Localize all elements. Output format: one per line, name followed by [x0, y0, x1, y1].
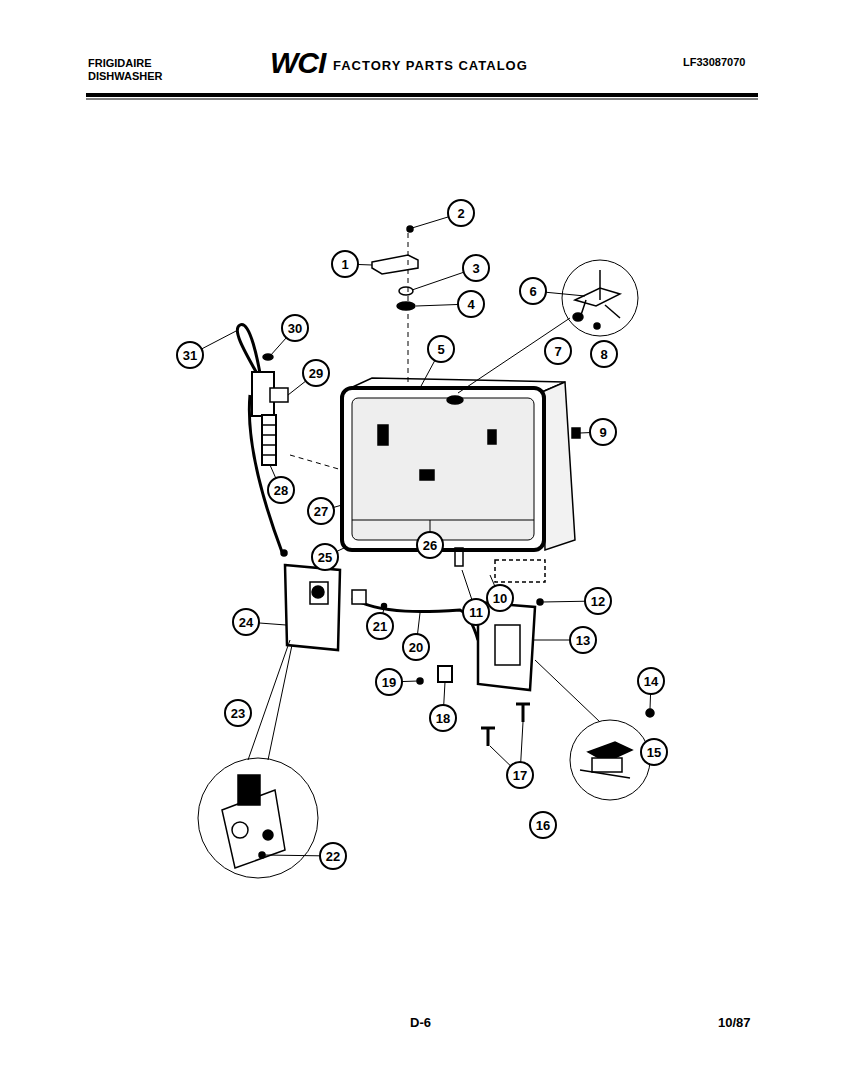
callout-number: 12: [591, 595, 605, 608]
brand-name: FRIGIDAIRE DISHWASHER: [88, 57, 176, 83]
callout-number: 28: [274, 484, 288, 497]
callout-number: 15: [647, 746, 661, 759]
callout-number: 14: [644, 675, 658, 688]
callout-number: 6: [529, 285, 536, 298]
callout-number: 7: [554, 345, 561, 358]
callout-number: 30: [288, 322, 302, 335]
page-number: D-6: [410, 1016, 431, 1029]
callout-number: 21: [373, 620, 387, 633]
logo: WCI: [270, 48, 325, 78]
callout-number: 9: [599, 426, 606, 439]
callout-number: 20: [409, 641, 423, 654]
callout-number: 25: [318, 551, 332, 564]
callout-number: 8: [600, 348, 607, 361]
catalog-title: FACTORY PARTS CATALOG: [333, 59, 528, 72]
callout-number: 26: [423, 539, 437, 552]
callout-number: 1: [341, 258, 348, 271]
callout-number: 19: [382, 676, 396, 689]
callout-number: 27: [314, 505, 328, 518]
callout-number: 22: [326, 850, 340, 863]
callout-number: 4: [467, 298, 474, 311]
callout-number: 18: [436, 712, 450, 725]
date-code: 10/87: [718, 1016, 751, 1029]
callout-number: 11: [469, 606, 483, 619]
callout-number: 31: [183, 349, 197, 362]
model-number: LF33087070: [683, 57, 745, 68]
callout-number: 17: [513, 769, 527, 782]
callout-number: 24: [239, 616, 253, 629]
callout-number: 29: [309, 367, 323, 380]
callout-number: 23: [231, 707, 245, 720]
callout-number: 3: [472, 262, 479, 275]
callout-number: 5: [437, 343, 444, 356]
callout-number: 16: [536, 819, 550, 832]
callout-number: 2: [457, 207, 464, 220]
callout-number: 10: [493, 592, 507, 605]
callout-number: 13: [576, 634, 590, 647]
